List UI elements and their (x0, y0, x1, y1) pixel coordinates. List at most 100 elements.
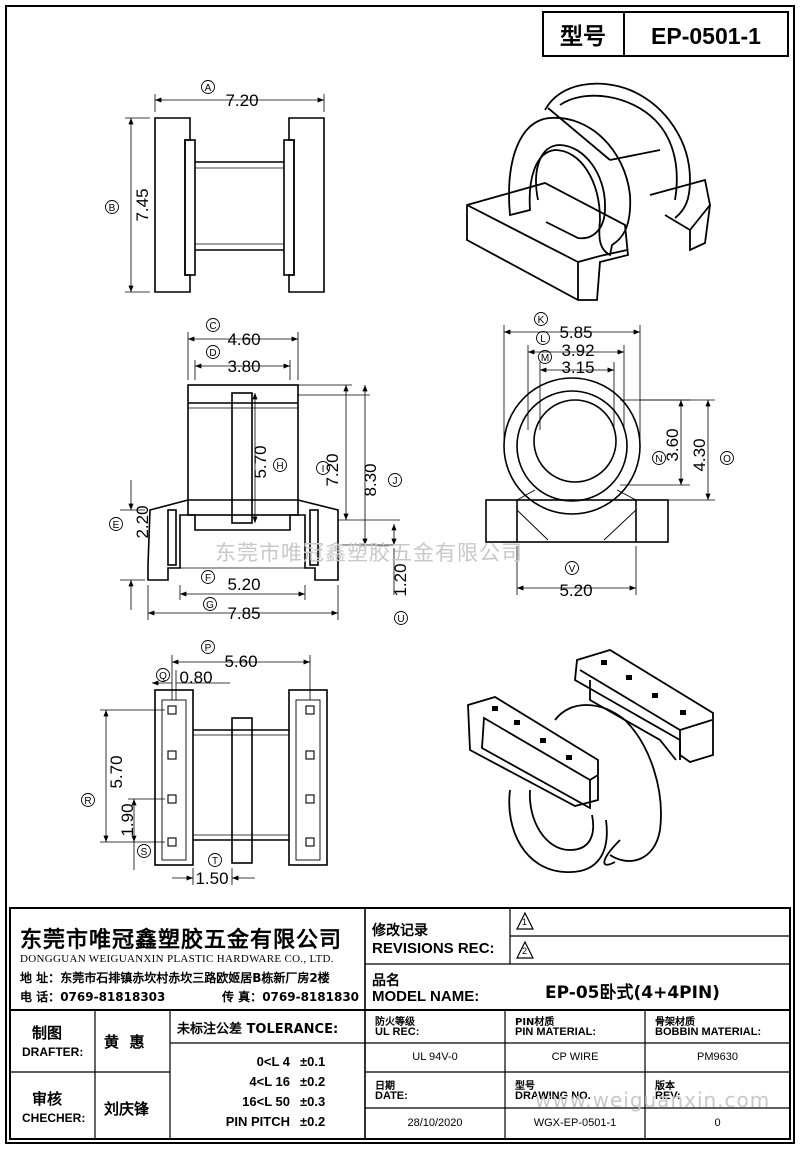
top-view: 7.20 A 7.45 B (105, 80, 325, 293)
bobbin-value: PM9630 (697, 1051, 738, 1063)
dim-F-value: 5.20 (227, 575, 260, 594)
callout-S: S (141, 847, 148, 858)
callout-V: V (569, 564, 576, 575)
dim-C-value: 4.60 (227, 330, 260, 349)
drawing-value: WGX-EP-0501-1 (533, 1117, 617, 1129)
dim-N-value: 3.60 (663, 428, 682, 461)
checker-name: 刘庆锋 (104, 1100, 150, 1118)
tolerance-row: 0<L 4±0.1 (200, 1052, 360, 1072)
revisions-en: REVISIONS REC: (372, 940, 495, 957)
dim-J-value: 8.30 (361, 463, 380, 496)
isometric-view-bottom (467, 649, 714, 873)
tolerance-range: 4<L 16 (249, 1074, 290, 1089)
ul-en: UL REC: (375, 1026, 420, 1038)
bobbin-en: BOBBIN MATERIAL: (655, 1026, 762, 1038)
callout-H: H (276, 461, 283, 472)
company-name-en: DONGGUAN WEIGUANXIN PLASTIC HARDWARE CO.… (20, 953, 334, 965)
tolerance-range: PIN PITCH (225, 1114, 290, 1129)
callout-C: C (209, 321, 216, 332)
callout-U: U (397, 614, 404, 625)
model-name-value: EP-05卧式(4+4PIN) (545, 983, 720, 1003)
header-box: 型号 EP-0501-1 (542, 11, 789, 57)
tolerance-row: 4<L 16 ±0.2 (200, 1072, 360, 1092)
callout-J: J (393, 476, 398, 487)
model-value: EP-0501-1 (651, 23, 761, 49)
callout-F: F (205, 573, 211, 584)
dim-T-value: 1.50 (195, 869, 228, 888)
pin-en: PIN MATERIAL: (515, 1026, 597, 1038)
address-value: 东莞市石排镇赤坎村赤坎三路欧姬居B栋新厂房2楼 (60, 971, 330, 985)
tolerance-range: 16<L 50 (242, 1094, 290, 1109)
revision-1-triangle-icon: 1 (516, 911, 534, 930)
callout-Q: Q (159, 671, 167, 682)
model-name-en: MODEL NAME: (372, 988, 480, 1005)
ul-value: UL 94V-0 (412, 1051, 458, 1063)
dim-Q-value: 0.80 (179, 668, 212, 687)
bottom-view: 5.60 P 0.80 Q 5.70 R 1.90 S 1.50 T (81, 640, 328, 888)
drawing-cn: 型号 (515, 1081, 535, 1092)
rev-en: REV: (655, 1090, 681, 1102)
tolerance-value: ±0.2 (300, 1074, 326, 1089)
dim-O-value: 4.30 (690, 438, 709, 471)
pin-cn: PIN材质 (515, 1017, 555, 1028)
side-view: 5.85 K 3.92 L 3.15 M 3.60 N 4.30 O (485, 312, 734, 600)
fax-label: 传 真： (222, 990, 263, 1004)
dim-R-value: 5.70 (107, 755, 126, 788)
callout-G: G (206, 600, 214, 611)
date-value: 28/10/2020 (407, 1117, 463, 1129)
dim-I-value: 7.20 (323, 453, 342, 486)
watermark-url: www.weiguanxin.com (535, 1088, 771, 1112)
checker-en: CHECHER: (22, 1111, 86, 1125)
watermark-company: 东莞市唯冠鑫塑胶五金有限公司 (215, 541, 523, 565)
rev-cn: 版本 (655, 1081, 675, 1092)
callout-I: I (322, 464, 325, 475)
tolerance-value: ±0.2 (300, 1114, 326, 1129)
tolerance-row: PIN PITCH ±0.2 (200, 1112, 360, 1132)
drafter-cn: 制图 (32, 1024, 63, 1042)
tolerance-row: 16<L 50 ±0.3 (200, 1092, 360, 1112)
tolerance-value: ±0.3 (300, 1094, 326, 1109)
front-view: 4.60 C 3.80 D 5.70 H 7.20 I 8.30 J 1.20 … (109, 318, 410, 625)
callout-A: A (205, 83, 212, 94)
dim-M-value: 3.15 (561, 358, 594, 377)
checker-cn: 审核 (32, 1090, 63, 1108)
revision-1-number: 1 (522, 917, 528, 927)
dim-U-value: 1.20 (391, 563, 410, 596)
dim-R2-value: 1.90 (118, 803, 137, 836)
title-block (9, 907, 791, 1140)
callout-D: D (209, 348, 216, 359)
date-en: DATE: (375, 1090, 408, 1102)
callout-P: P (205, 643, 212, 654)
model-label: 型号 (560, 23, 606, 49)
tolerance-title: 未标注公差 TOLERANCE: (177, 1022, 339, 1037)
revision-2-triangle-icon: 2 (516, 940, 534, 959)
revisions-cn: 修改记录 (372, 923, 428, 939)
bobbin-cn: 骨架材质 (655, 1017, 695, 1028)
callout-R: R (84, 796, 91, 807)
revision-2-number: 2 (522, 946, 528, 956)
phone-label: 电 话： (20, 990, 61, 1004)
company-name-cn: 东莞市唯冠鑫塑胶五金有限公司 (20, 928, 343, 953)
model-name-cn: 品名 (372, 973, 400, 989)
drafter-name: 黄 惠 (104, 1033, 145, 1051)
dim-V-value: 5.20 (559, 581, 592, 600)
address-label: 地 址： (20, 971, 61, 985)
pin-value: CP WIRE (551, 1051, 599, 1063)
dim-G-value: 7.85 (227, 604, 260, 623)
dim-D-value: 3.80 (227, 357, 260, 376)
dim-B-value: 7.45 (133, 188, 152, 221)
callout-O: O (723, 454, 731, 465)
dim-A-value: 7.20 (225, 91, 258, 110)
callout-T: T (212, 856, 218, 867)
tolerance-table: 0<L 4±0.1 4<L 16 ±0.2 16<L 50 ±0.3 PIN PIT… (200, 1052, 360, 1132)
drawing-en: DRAWING NO. (515, 1090, 591, 1102)
sheet-border (5, 5, 795, 1144)
tolerance-range: 0<L 4 (256, 1054, 290, 1069)
dim-K-value: 5.85 (559, 323, 592, 342)
callout-B: B (109, 203, 116, 214)
date-cn: 日期 (375, 1081, 395, 1092)
drafter-en: DRAFTER: (22, 1045, 84, 1059)
ul-cn: 防火等级 (375, 1017, 415, 1028)
